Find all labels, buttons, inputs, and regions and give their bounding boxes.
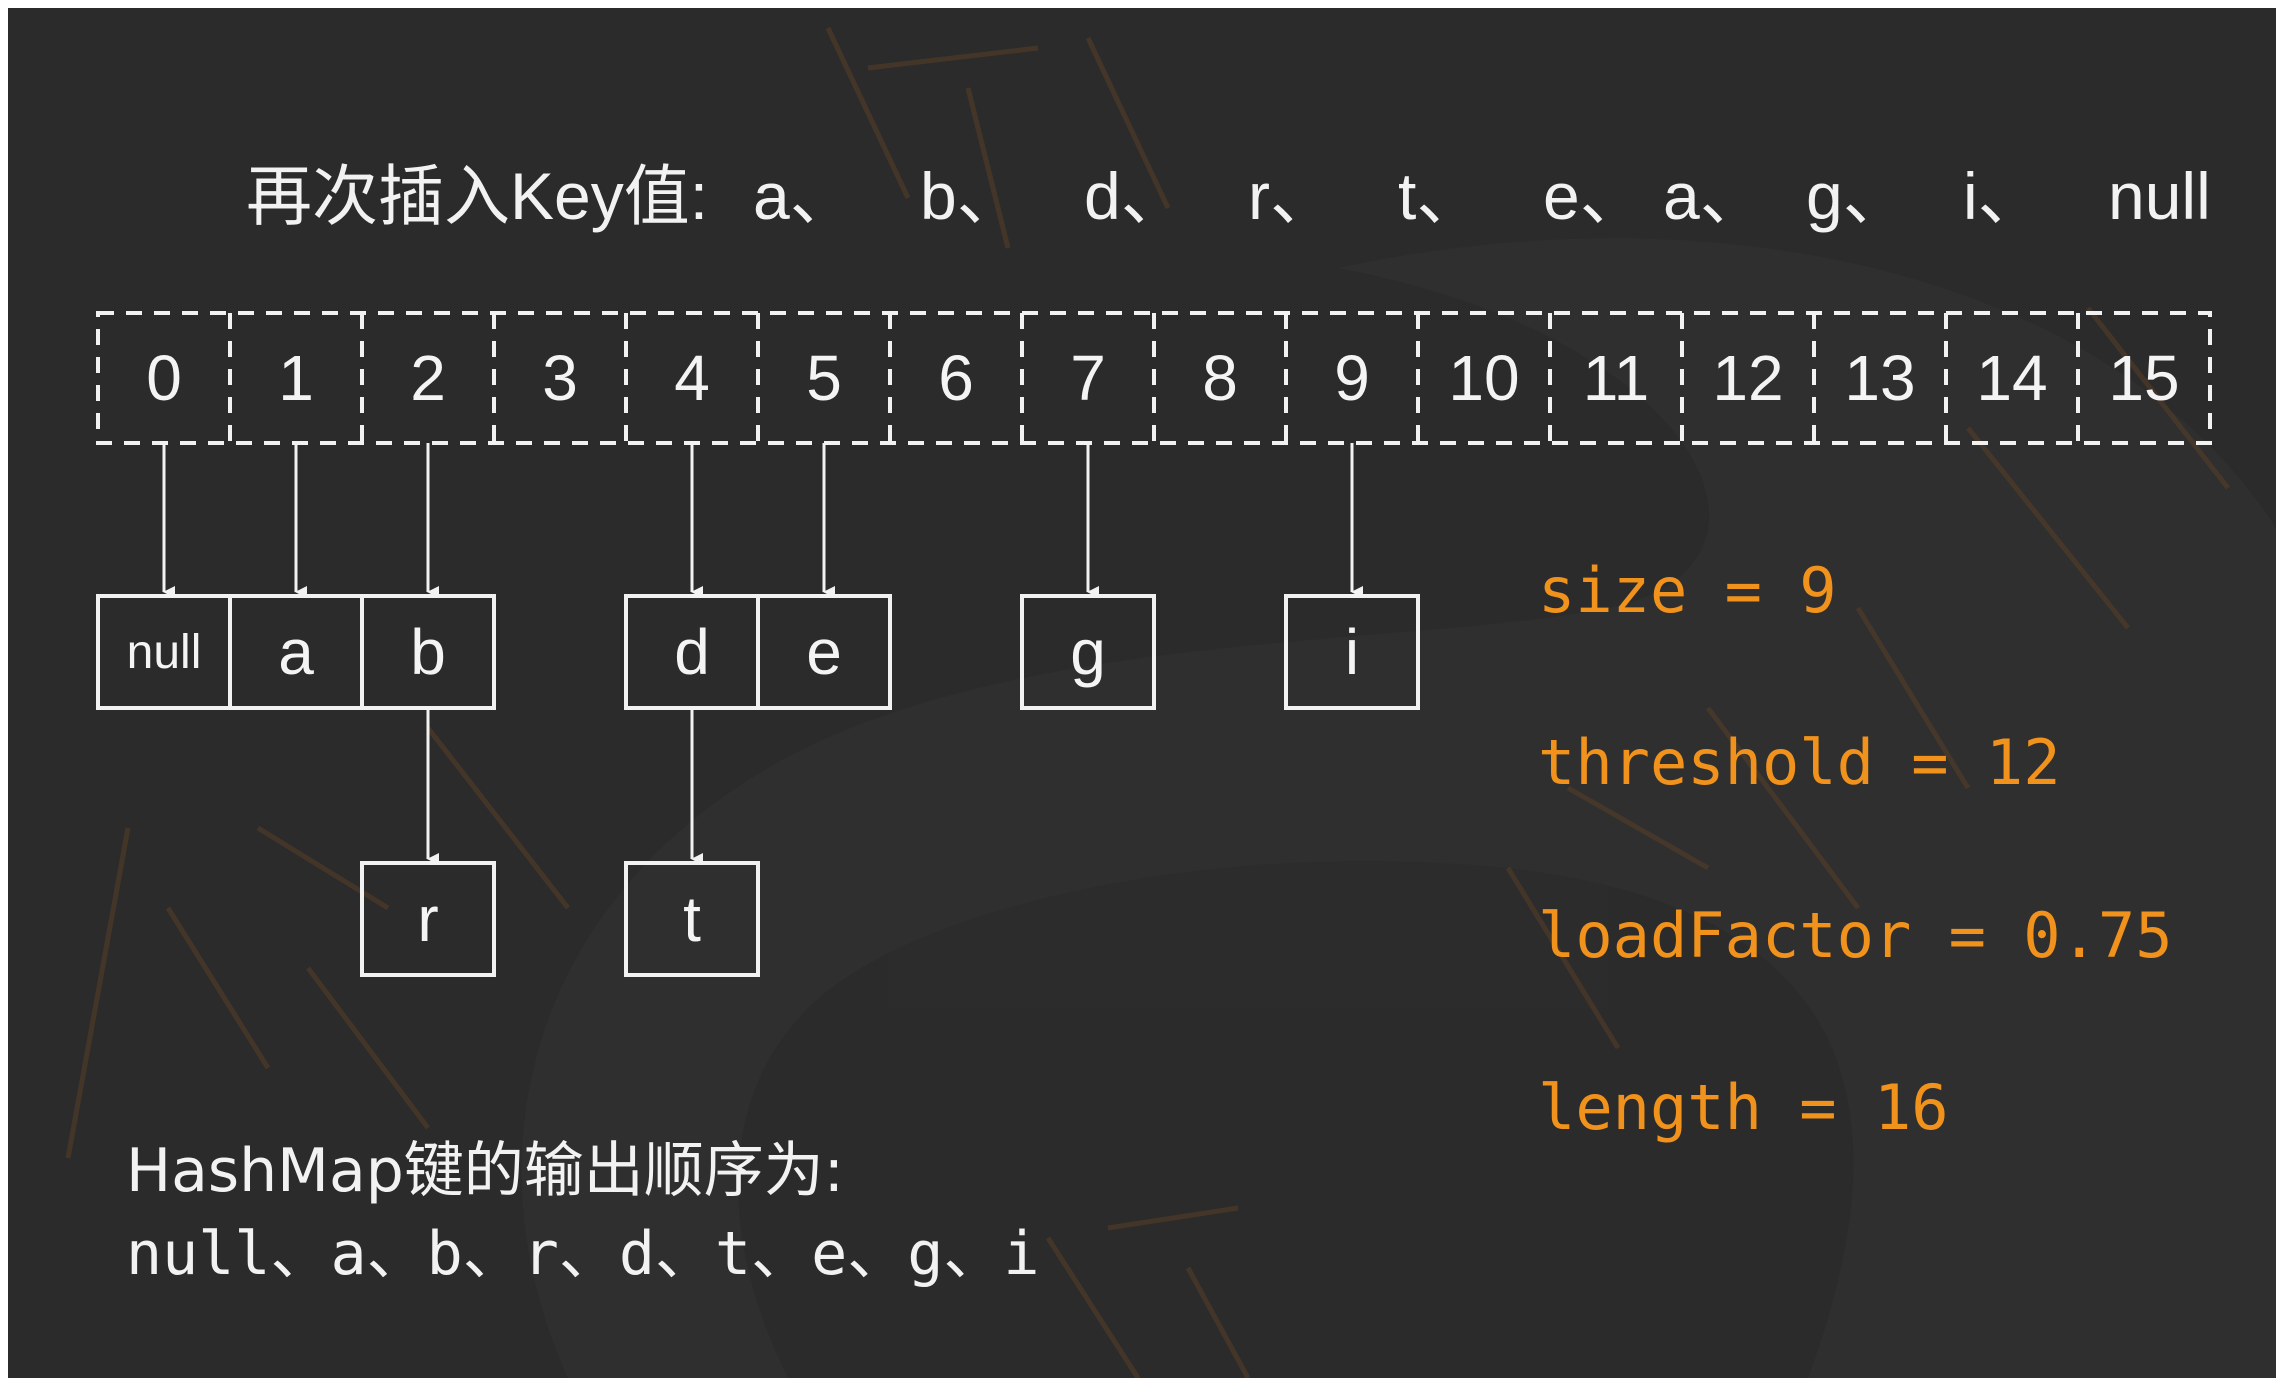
bucket-index: 5 (806, 342, 842, 414)
insert-key: i、 (1963, 159, 2044, 233)
insert-key: e、 (1543, 159, 1646, 233)
entry-node (1020, 594, 1156, 710)
entry-key: null (127, 626, 202, 679)
entry-key: d (674, 616, 710, 688)
bucket-index: 13 (1844, 342, 1915, 414)
bucket-index: 9 (1334, 342, 1370, 414)
bucket-index: 2 (410, 342, 446, 414)
insert-key: a、 (753, 159, 856, 233)
bucket-index: 11 (1583, 342, 1649, 414)
output-order: null、a、b、r、d、t、e、g、i (126, 1219, 1040, 1289)
entry-key: g (1070, 616, 1106, 688)
slide: 再次插入Key值: a、 b、 d、 r、 t、 e、 a、 g、 i、 nul… (8, 8, 2276, 1378)
entry-node (624, 861, 760, 977)
insert-key: b、 (920, 159, 1023, 233)
stat-length: length = 16 (1538, 1071, 1949, 1144)
bucket-index: 3 (542, 342, 578, 414)
bucket-index: 15 (2108, 342, 2179, 414)
entry-key: t (683, 883, 701, 955)
entry-key: r (417, 883, 438, 955)
bucket-index: 1 (278, 342, 314, 414)
insert-key: t、 (1398, 159, 1483, 233)
stat-size: size = 9 (1538, 554, 1837, 627)
nodes: null a b r d t e g i (96, 594, 1420, 977)
bucket-index: 0 (146, 342, 182, 414)
bucket-index: 4 (674, 342, 710, 414)
bucket-index: 12 (1712, 342, 1783, 414)
entry-key: b (410, 616, 446, 688)
background-decoration (65, 26, 2276, 1378)
entry-node (360, 594, 496, 710)
entry-node (360, 861, 496, 977)
arrows (162, 443, 1363, 865)
bucket-index: 7 (1070, 342, 1106, 414)
insert-key: d、 (1084, 159, 1187, 233)
entry-node (756, 594, 892, 710)
bucket-index: 6 (938, 342, 974, 414)
insert-keys-label: 再次插入Key值: (246, 159, 709, 233)
output-title: HashMap键的输出顺序为: (126, 1136, 845, 1206)
entry-node (1284, 594, 1420, 710)
insert-key: g、 (1806, 159, 1909, 233)
bucket-index: 14 (1976, 342, 2047, 414)
stat-threshold: threshold = 12 (1538, 726, 2061, 799)
insert-key: null (2108, 159, 2211, 233)
bucket-index: 8 (1202, 342, 1238, 414)
insert-key: a、 (1663, 159, 1766, 233)
entry-key: a (278, 616, 314, 688)
entry-key: i (1345, 616, 1359, 688)
bucket-index: 10 (1448, 342, 1519, 414)
insert-key: r、 (1248, 159, 1336, 233)
entry-key: e (806, 616, 842, 688)
stat-load-factor: loadFactor = 0.75 (1538, 899, 2173, 972)
